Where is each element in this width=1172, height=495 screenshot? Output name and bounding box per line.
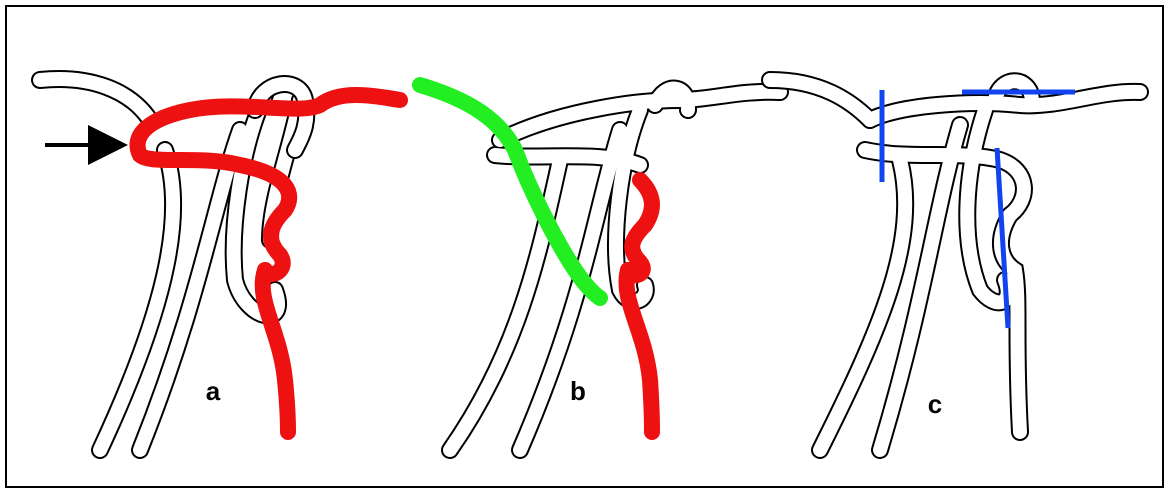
panel-a: a xyxy=(40,79,400,450)
panel-b-label: b xyxy=(570,376,586,406)
panel-b: b xyxy=(420,85,780,450)
panel-c-label: c xyxy=(928,389,942,419)
panel-a-label: a xyxy=(206,376,221,406)
panel-c: c xyxy=(770,80,1140,450)
panel-c-rope-fill xyxy=(770,80,1140,450)
panel-a-red-strand xyxy=(137,95,400,432)
panel-b-rope-fill xyxy=(450,89,780,450)
